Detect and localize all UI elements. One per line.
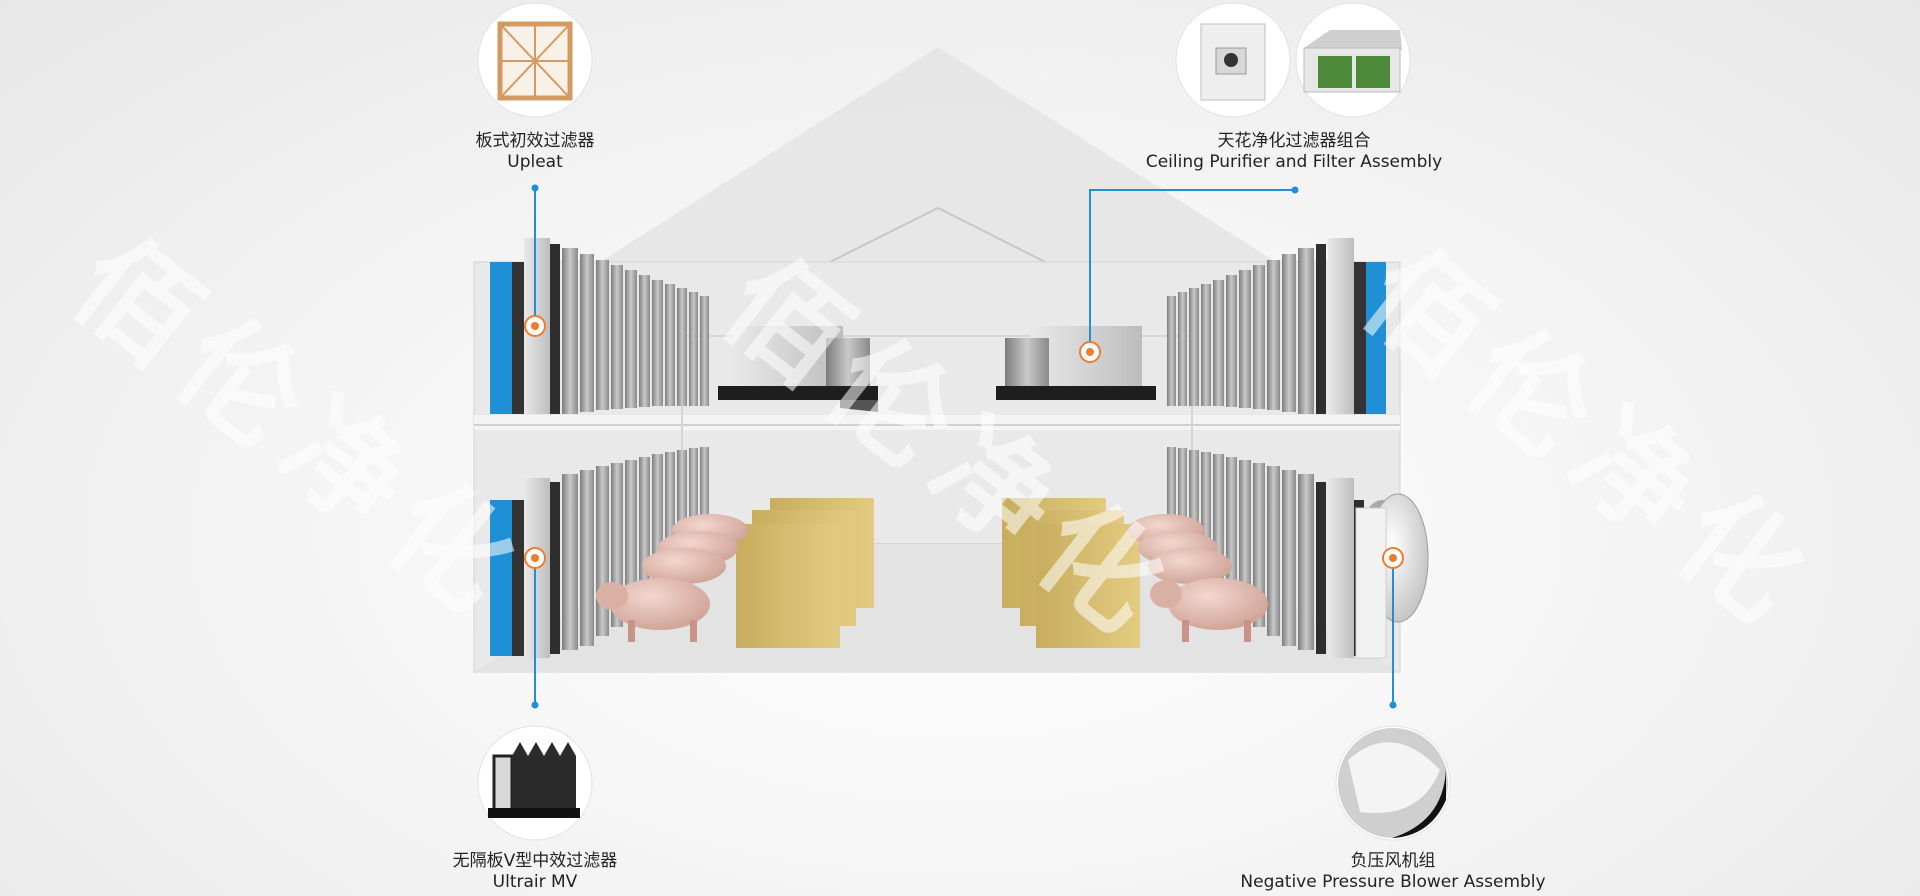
label-ceiling-cn: 天花净化过滤器组合	[1146, 131, 1442, 152]
label-ultrair-cn: 无隔板V型中效过滤器	[453, 851, 618, 872]
label-ultrair: 无隔板V型中效过滤器 Ultrair MV	[453, 851, 618, 893]
label-upleat: 板式初效过滤器 Upleat	[476, 131, 595, 173]
blower-icon	[1336, 726, 1450, 840]
ceiling-purifier-left	[718, 326, 878, 412]
pen-partitions-left	[736, 498, 874, 648]
label-upleat-en: Upleat	[476, 152, 595, 173]
label-blower-en: Negative Pressure Blower Assembly	[1240, 872, 1545, 893]
v-bank-filter-icon	[478, 726, 592, 840]
label-ultrair-en: Ultrair MV	[453, 872, 618, 893]
marker-upleat	[525, 316, 545, 336]
label-blower-cn: 负压风机组	[1240, 851, 1545, 872]
pen-partitions-right	[1002, 498, 1140, 648]
panel-filter-icon	[478, 3, 592, 117]
label-ceiling-purifier: 天花净化过滤器组合 Ceiling Purifier and Filter As…	[1146, 131, 1442, 173]
marker-ultrair	[525, 548, 545, 568]
label-ceiling-en: Ceiling Purifier and Filter Assembly	[1146, 152, 1442, 173]
label-upleat-cn: 板式初效过滤器	[476, 131, 595, 152]
marker-blower	[1383, 548, 1403, 568]
ceiling-purifier-icon	[1176, 3, 1410, 117]
label-blower: 负压风机组 Negative Pressure Blower Assembly	[1240, 851, 1545, 893]
marker-ceiling	[1080, 342, 1100, 362]
